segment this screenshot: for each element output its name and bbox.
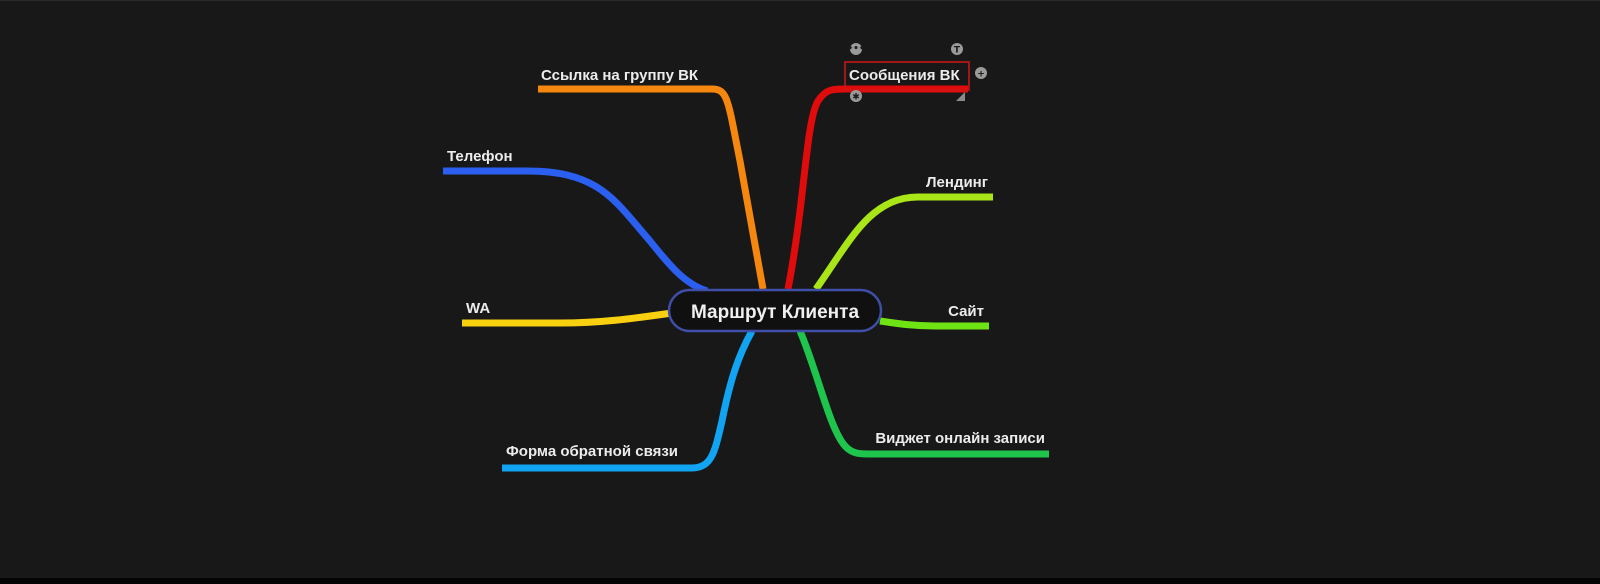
branch-line-wa[interactable] bbox=[462, 309, 673, 327]
node-label-site[interactable]: Сайт bbox=[948, 303, 984, 320]
add-child-icon[interactable]: + bbox=[975, 67, 987, 80]
branch-line-booking-widget[interactable] bbox=[796, 329, 1049, 458]
svg-text:+: + bbox=[977, 70, 985, 80]
resize-corner-icon[interactable] bbox=[956, 92, 965, 101]
branch-line-site[interactable] bbox=[879, 317, 989, 330]
svg-text:✱: ✱ bbox=[852, 93, 860, 103]
root-node-label: Маршрут Клиента bbox=[691, 302, 860, 323]
svg-text:T: T bbox=[954, 46, 961, 56]
svg-text:•••: ••• bbox=[847, 44, 864, 54]
node-vk-messages-selected[interactable]: Сообщения ВК bbox=[844, 61, 970, 91]
node-label-feedback-form[interactable]: Форма обратной связи bbox=[506, 443, 678, 460]
node-label-phone[interactable]: Телефон bbox=[447, 148, 513, 165]
root-node-border bbox=[667, 288, 883, 333]
asterisk-icon[interactable]: ✱ bbox=[850, 90, 862, 103]
branch-line-phone[interactable] bbox=[443, 167, 709, 295]
node-label-landing[interactable]: Лендинг bbox=[926, 174, 988, 191]
bottom-bar bbox=[0, 578, 1600, 584]
branch-line-landing[interactable] bbox=[813, 193, 993, 292]
selection-box bbox=[844, 61, 970, 91]
text-format-icon[interactable]: T bbox=[951, 43, 963, 56]
node-label-vk-group[interactable]: Ссылка на группу ВК bbox=[541, 67, 699, 84]
node-label-booking-widget[interactable]: Виджет онлайн записи bbox=[875, 430, 1045, 447]
node-label-wa[interactable]: WA bbox=[466, 300, 490, 317]
more-dots-icon[interactable]: ••• bbox=[847, 43, 865, 55]
root-node[interactable]: Маршрут Клиента bbox=[667, 288, 883, 333]
node-label-vk-messages[interactable]: Сообщения ВК bbox=[849, 67, 960, 84]
branch-line-vk-group[interactable] bbox=[538, 85, 767, 290]
branch-line-vk-messages[interactable] bbox=[784, 85, 968, 290]
branch-line-feedback-form[interactable] bbox=[502, 329, 756, 472]
